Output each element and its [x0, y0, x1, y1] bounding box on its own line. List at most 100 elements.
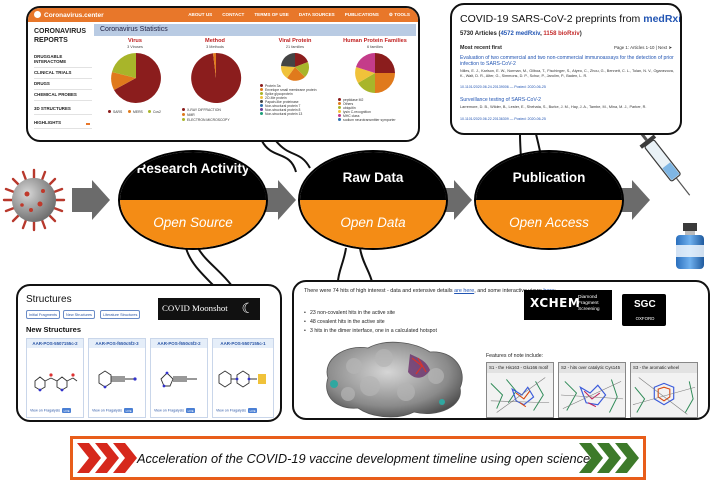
- tools-icon: ⚙: [388, 12, 395, 17]
- nav-terms[interactable]: TERMS OF USE: [254, 12, 289, 17]
- article-authors: Larremore, D. B., Wilder, B., Lester, E.…: [460, 105, 647, 109]
- method-pie-chart: [191, 52, 242, 103]
- sidebar-item-3d-structures[interactable]: 3D STRUCTURES: [34, 106, 92, 115]
- legend-vp-2-label: Spike glycoprotein: [265, 92, 293, 96]
- acceleration-banner: Acceleration of the COVID-19 vaccine dev…: [70, 436, 646, 480]
- nav-tools-label: TOOLS: [394, 12, 410, 17]
- legend-vp-6-label: Non-structural protein 8: [265, 108, 301, 112]
- reports-sidebar: CORONAVIRUS REPORTS DRUGGABLE INTERACTOM…: [28, 22, 92, 140]
- method-stat-column: Method 3 Methods X-RAY DIFFRACTION NMR E…: [176, 38, 254, 138]
- nav-publications[interactable]: PUBLICATIONS: [344, 12, 379, 17]
- article-doi[interactable]: 10.1101/2020.06.22.20136309 — Posted: 20…: [460, 117, 546, 121]
- nav-data-sources[interactable]: DATA SOURCES: [298, 12, 335, 17]
- tail-xchem-to-raw-1: [337, 247, 347, 283]
- stage-open-data-label: Open Data: [340, 215, 406, 230]
- statistics-header: Coronavirus Statistics: [94, 24, 416, 36]
- preprints-title: COVID-19 SARS-CoV-2 preprints from medRx…: [460, 13, 682, 25]
- site-logo[interactable]: Coronavirus.center: [34, 11, 104, 19]
- green-chevrons-icon: [579, 443, 639, 473]
- stage-bottom-half: [300, 200, 446, 248]
- tail-covid-to-rawdata-1: [261, 140, 297, 173]
- legend-vp-0: Protein 3a: [260, 84, 280, 88]
- tab-initial-fragments[interactable]: Initial Fragments: [26, 310, 61, 319]
- legend-hp-5: sodium neurotransmitter symporter: [338, 118, 396, 122]
- features-label: Features of note include:: [486, 353, 544, 359]
- legend-swatch: [260, 84, 263, 87]
- nav-about[interactable]: ABOUT US: [188, 12, 213, 17]
- sidebar-item-clinical-trials[interactable]: CLINICAL TRIALS: [34, 70, 92, 79]
- feature-s1[interactable]: S1 - the His163 - Glu166 motif: [486, 362, 554, 418]
- hit-bullet: 23 non-covalent hits in the active site: [304, 310, 395, 316]
- legend-swatch: [260, 96, 263, 99]
- structure-id[interactable]: AAR-POS-f650c5f2-3: [89, 339, 145, 348]
- site-nav: ABOUT US CONTACT TERMS OF USE DATA SOURC…: [188, 12, 410, 18]
- legend-xray: X-RAY DIFFRACTION: [182, 108, 221, 112]
- medrxiv-count[interactable]: 4572 medRxiv: [500, 31, 541, 37]
- medrxiv-label[interactable]: medRxiv: [643, 13, 682, 25]
- legend-swatch: [182, 118, 185, 121]
- pagination[interactable]: Page 1: Articles 1-10 | Next ➤: [614, 45, 672, 51]
- legend-hp-2: ubiquitin: [338, 106, 356, 110]
- stage-top-half: [120, 152, 266, 200]
- live-badge: LIVE: [124, 408, 134, 413]
- sidebar-item-drugs[interactable]: DRUGS: [34, 81, 92, 90]
- viral-protein-stat-title: Viral Protein: [278, 38, 312, 44]
- legend-hp-1: Others: [338, 102, 353, 106]
- structure-id[interactable]: AAR-POS-f650c5f2-2: [151, 339, 207, 348]
- xchem-panel: There were 74 hits of high interest - da…: [292, 280, 710, 420]
- sgc-logo-sub: OXFORD: [635, 316, 655, 321]
- feature-s2[interactable]: S2 - hits over catalytic Cys145: [558, 362, 626, 418]
- feature-s3[interactable]: S3 - the aromatic wheel: [630, 362, 698, 418]
- legend-vp-7-label: Non-structural protein 13: [265, 112, 303, 116]
- article-title[interactable]: Surveillance testing of SARS-CoV-2: [460, 97, 541, 103]
- sidebar-item-interactome[interactable]: DRUGGABLE INTERACTOME: [34, 54, 92, 68]
- tab-literature-structures[interactable]: Literature Structures: [100, 310, 141, 319]
- tab-new-structures[interactable]: New Structures: [63, 310, 95, 319]
- xchem-logo-sub: Diamond Fragment Screening: [578, 295, 600, 312]
- stage-research-label: Research Activity: [136, 161, 250, 176]
- article-title[interactable]: Evaluation of two commercial and two non…: [460, 55, 674, 68]
- legend-swatch: [260, 92, 263, 95]
- fragalysis-link-label: View on Fragalysis: [154, 408, 185, 413]
- nav-contact[interactable]: CONTACT: [222, 12, 245, 17]
- selected-indicator: [86, 123, 90, 125]
- moonshot-text: COVID Moonshot: [162, 303, 228, 313]
- xchem-logo-word: XCHEM: [530, 296, 581, 310]
- article-count: 5730 Articles (4572 medRxiv, 1158 bioRxi…: [460, 31, 582, 37]
- legend-swatch: [338, 118, 341, 121]
- tail-str-to-research-2: [197, 247, 233, 287]
- sidebar-item-highlights[interactable]: HIGHLIGHTS: [34, 120, 92, 129]
- nav-tools[interactable]: ⚙ TOOLS: [389, 12, 410, 18]
- new-structures-heading: New Structures: [26, 325, 82, 334]
- legend-hp-4: MHC class: [338, 114, 359, 118]
- binding-site-image: [560, 379, 624, 413]
- count-separator: ,: [540, 31, 544, 37]
- legend-hp-3-label: lysin C-recognition: [343, 110, 371, 114]
- structure-id[interactable]: AAR-POS-5507155c-1: [213, 339, 273, 348]
- stage-publication-label: Publication: [512, 170, 586, 185]
- stage-top-half: [300, 152, 446, 200]
- article-doi[interactable]: 10.1101/2020.06.24.20139006 — Posted: 20…: [460, 85, 546, 89]
- molecule-drawing: [34, 373, 78, 392]
- legend-em-label: ELECTRON MICROSCOPY: [187, 118, 230, 122]
- legend-hp-2-label: ubiquitin: [343, 106, 356, 110]
- biorxiv-count[interactable]: 1158 bioRxiv: [543, 31, 580, 37]
- pie-slice-cov2: [112, 53, 136, 78]
- tail-xchem-to-raw-2: [359, 247, 373, 283]
- details-link[interactable]: are here: [454, 288, 475, 294]
- legend-sars: SARS: [108, 110, 122, 114]
- tail-str-to-research-1: [185, 247, 215, 287]
- legend-xray-label: X-RAY DIFFRACTION: [187, 108, 221, 112]
- sidebar-item-chemical-probes[interactable]: CHEMICAL PROBES: [34, 92, 92, 101]
- legend-hp-0-label: peptidase M2: [343, 98, 364, 102]
- structure-id[interactable]: AAR-POS-5507155c-2: [27, 339, 83, 348]
- legend-swatch: [338, 114, 341, 117]
